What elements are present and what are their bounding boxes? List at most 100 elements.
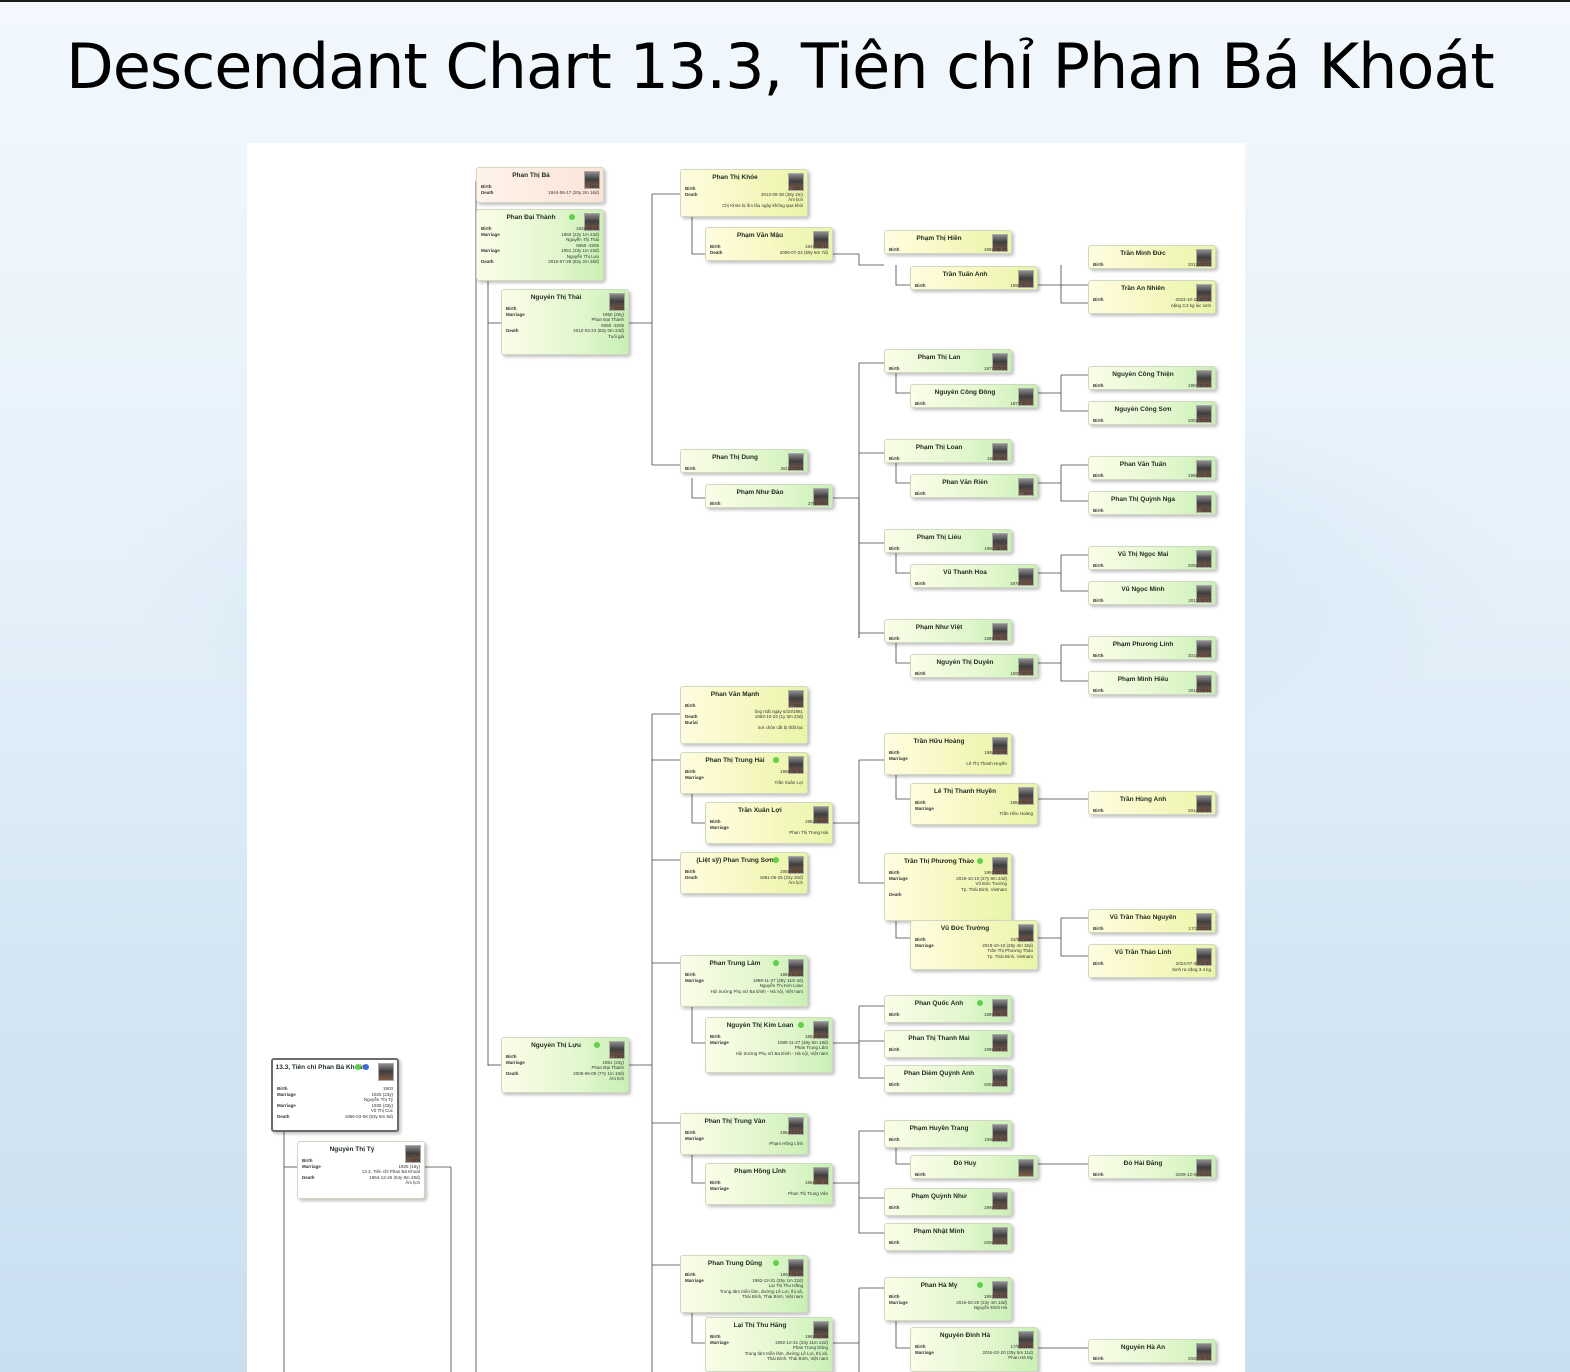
fact-label: Death xyxy=(685,714,698,719)
person-name: Nguyễn Thị Lựu xyxy=(531,1042,581,1049)
living-status-icon xyxy=(977,858,983,864)
fact-value: 1981-11-25 xyxy=(984,546,1007,551)
fact-label: Birth xyxy=(889,366,900,371)
person-name: Phan Văn Riễn xyxy=(942,479,988,486)
portrait-photo-icon xyxy=(813,806,829,824)
fact-value: Sinh ra nặng 3.4 kg xyxy=(1171,966,1211,972)
portrait-photo-icon xyxy=(992,443,1008,461)
portrait-photo-icon xyxy=(813,488,829,506)
portrait-photo-icon xyxy=(1196,495,1212,513)
portrait-photo-icon xyxy=(584,213,600,231)
fact-value: Tuổi già xyxy=(608,333,624,339)
fact-row: Nguyễn Thị Kim Loan xyxy=(685,983,803,988)
fact-value: 2016-02-20 (25y 5m 11d) xyxy=(982,1349,1033,1355)
fact-row: nơi chôn cất bị thất lạc xyxy=(685,725,803,730)
portrait-photo-icon xyxy=(788,690,804,708)
living-status-icon xyxy=(977,1282,983,1288)
fact-row: 6060 -3205 xyxy=(481,243,599,248)
fact-row: Trần Thị Phương Thảo xyxy=(915,948,1033,953)
fact-value: 2006-01-19 xyxy=(1187,563,1211,568)
living-status-icon xyxy=(773,960,779,966)
person-name: Phạm Văn Mậu xyxy=(736,232,784,239)
fact-value: 1992-12-31 (25y 1m 22d) xyxy=(752,1277,803,1283)
person-name: Phạm Như Việt xyxy=(915,624,963,631)
fact-label: Marriage xyxy=(710,1039,729,1045)
person-name: Trần Tuấn Anh xyxy=(942,271,988,278)
fact-value: 1977-10-25 xyxy=(983,366,1007,371)
fact-value: 1989-11-27 (28y 11m 2d) xyxy=(752,977,803,983)
portrait-photo-icon xyxy=(788,173,804,191)
fact-value: 2009-12-05 14:15 xyxy=(1175,1172,1211,1177)
fact-label: Birth xyxy=(685,769,696,774)
fact-label: Birth xyxy=(685,972,696,977)
person-name: Nguyễn Đình Hà xyxy=(939,1332,991,1339)
